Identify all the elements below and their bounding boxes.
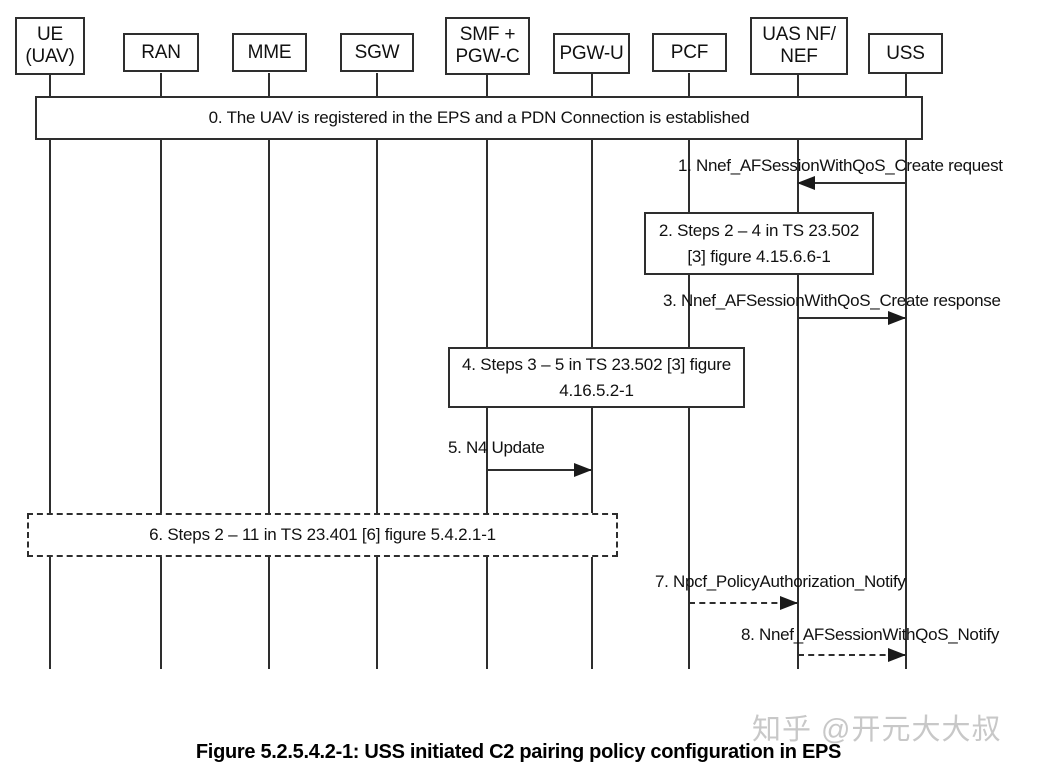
step8-arrowhead-right-icon <box>888 648 906 662</box>
step3-arrow-line <box>798 317 906 319</box>
entity-box-uas-nf-nef: UAS NF/ NEF <box>750 17 848 75</box>
step3-label: 3. Nnef_AFSessionWithQoS_Create response <box>663 291 1001 310</box>
entity-box-mme: MME <box>232 33 307 72</box>
lifeline-mme <box>268 73 270 669</box>
lifeline-ran <box>160 73 162 669</box>
step3-arrowhead-right-icon <box>888 311 906 325</box>
lifeline-ue <box>49 73 51 669</box>
entity-box-pgwu: PGW-U <box>553 33 630 74</box>
entity-box-uss: USS <box>868 33 943 74</box>
lifeline-sgw <box>376 73 378 669</box>
step1-arrow-line <box>797 182 906 184</box>
step7-arrowhead-right-icon <box>780 596 798 610</box>
lifeline-uss <box>905 73 907 669</box>
step5-arrowhead-right-icon <box>574 463 592 477</box>
entity-box-ran: RAN <box>123 33 199 72</box>
entity-box-sgw: SGW <box>340 33 414 72</box>
step4-note-box: 4. Steps 3 – 5 in TS 23.502 [3] figure 4… <box>448 347 745 408</box>
step7-arrow-line <box>689 602 798 604</box>
figure-caption: Figure 5.2.5.4.2-1: USS initiated C2 pai… <box>195 741 842 763</box>
zhihu-watermark: 知乎 @开元大大叔 <box>752 714 1002 746</box>
step7-label: 7. Npcf_PolicyAuthorization_Notify <box>655 572 906 591</box>
step8-label: 8. Nnef_AFSessionWithQoS_Notify <box>741 625 1000 644</box>
step8-arrow-line <box>798 654 906 656</box>
step0-registration-band: 0. The UAV is registered in the EPS and … <box>35 96 923 140</box>
lifeline-uas-nf-nef <box>797 73 799 669</box>
step5-label: 5. N4 Update <box>448 438 545 457</box>
step6-dashed-box: 6. Steps 2 – 11 in TS 23.401 [6] figure … <box>27 513 618 557</box>
step5-arrow-line <box>487 469 592 471</box>
entity-box-pcf: PCF <box>652 33 727 72</box>
step1-label: 1. Nnef_AFSessionWithQoS_Create request <box>678 156 1003 175</box>
entity-box-smf-pgwc: SMF + PGW-C <box>445 17 530 75</box>
step1-arrowhead-left-icon <box>797 176 815 190</box>
step2-note-box: 2. Steps 2 – 4 in TS 23.502 [3] figure 4… <box>644 212 874 275</box>
entity-box-ue: UE (UAV) <box>15 17 85 75</box>
